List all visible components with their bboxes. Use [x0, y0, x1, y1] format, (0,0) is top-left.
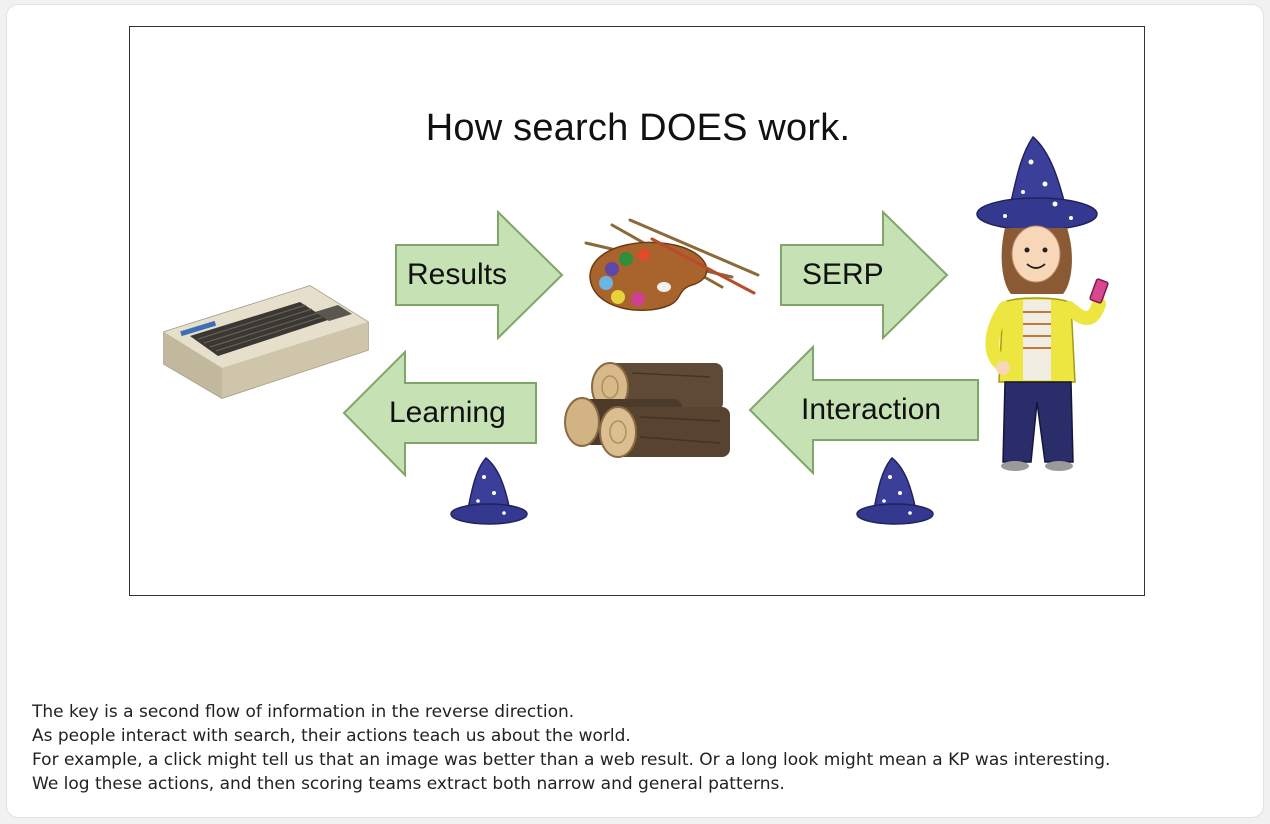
- results-label: Results: [407, 258, 508, 291]
- speaker-notes: The key is a second flow of information …: [32, 700, 1242, 796]
- learning-label: Learning: [389, 396, 506, 429]
- wizard-girl-icon: [975, 132, 1115, 472]
- notes-line: The key is a second flow of information …: [32, 702, 575, 722]
- slide-frame: How search DOES work. Results SERP Inter…: [129, 26, 1145, 596]
- notes-line: We log these actions, and then scoring t…: [32, 774, 785, 794]
- wood-logs-icon: [560, 357, 735, 467]
- interaction-label: Interaction: [801, 393, 942, 426]
- interaction-arrow: Interaction: [748, 345, 980, 475]
- serp-arrow: SERP: [780, 210, 950, 340]
- wizard-hat-icon: [448, 455, 530, 527]
- learning-arrow: Learning: [342, 350, 538, 480]
- notes-line: For example, a click might tell us that …: [32, 750, 1111, 770]
- paint-palette-icon: [582, 217, 762, 317]
- computer-keyboard-icon: [160, 282, 372, 402]
- results-arrow: Results: [395, 210, 565, 340]
- slide-title: How search DOES work.: [425, 107, 851, 149]
- serp-label: SERP: [802, 258, 884, 291]
- notes-line: As people interact with search, their ac…: [32, 726, 631, 746]
- slide-card: How search DOES work. Results SERP Inter…: [6, 4, 1264, 818]
- wizard-hat-icon: [854, 455, 936, 527]
